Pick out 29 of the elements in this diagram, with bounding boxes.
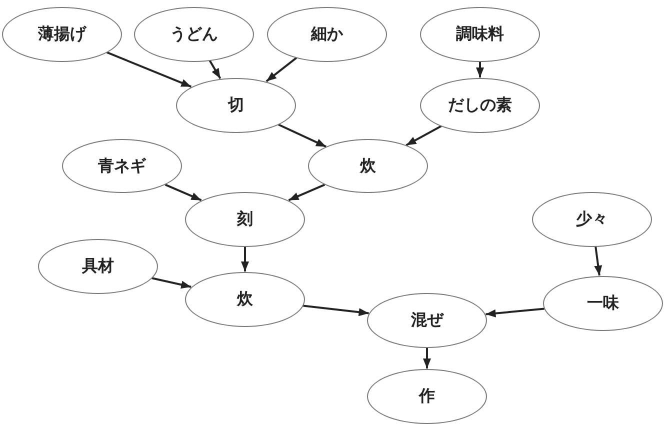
arrow [241,246,249,272]
arrow [208,60,222,79]
ellipse-node: 炊 [185,272,305,326]
ellipse-node: 混ぜ [367,292,487,348]
arrow [486,308,544,318]
arrow [164,184,202,202]
ellipse-node: 薄揚げ [2,6,122,62]
arrow [266,56,298,82]
ellipse-node: 炊 [308,139,428,193]
arrow [303,304,369,316]
arrow [106,51,192,88]
ellipse-node: 刻 [185,192,305,246]
arrow [278,124,327,148]
ellipse-node: 青ネギ [62,139,182,193]
ellipse-node: うどん [134,6,254,62]
arrow [152,277,192,289]
arrow [476,62,484,78]
arrow [288,184,326,202]
ellipse-node: 少々 [532,192,652,246]
ellipse-node: 切 [176,78,296,132]
ellipse-node: 作 [367,368,487,424]
ellipse-node: 細か [267,6,387,62]
ellipse-node: 一味 [543,276,663,330]
arrow [406,125,442,146]
ellipse-node: 調味料 [420,6,540,62]
ellipse-node: だしの素 [420,78,540,132]
arrow [423,348,431,368]
ellipse-node: 具材 [38,238,158,294]
arrow [594,246,602,276]
